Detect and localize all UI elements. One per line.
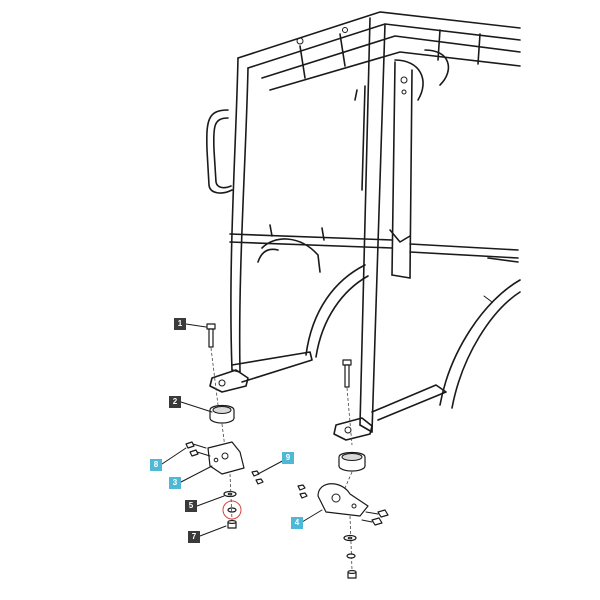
lock-nut — [347, 570, 357, 579]
retainer — [346, 553, 356, 559]
left-cab-mount-bracket — [209, 351, 313, 393]
washer — [223, 490, 237, 498]
bracket-bolts — [185, 441, 211, 457]
rear-fenders — [305, 264, 521, 409]
cross-bar — [229, 224, 519, 273]
callout-1: 1 — [174, 318, 186, 330]
callout-9: 9 — [282, 452, 294, 464]
rubber-mount — [338, 451, 366, 472]
callout-7: 7 — [188, 531, 200, 543]
nuts — [297, 484, 308, 499]
right-mount-assembly — [297, 359, 389, 579]
callout-leaders — [161, 323, 323, 537]
lock-nut — [227, 520, 237, 529]
center-pillar — [354, 17, 413, 433]
bolt — [206, 323, 216, 348]
callout-8: 8 — [150, 459, 162, 471]
cab-roof-frame — [237, 11, 521, 101]
mounting-bracket — [317, 483, 369, 517]
left-front-pillar — [205, 57, 249, 373]
bracket-bolts — [361, 509, 389, 526]
bolt — [342, 359, 352, 388]
callout-4: 4 — [291, 517, 303, 529]
washer — [343, 534, 357, 542]
bracket-nuts — [251, 470, 264, 485]
mounting-bracket — [207, 441, 245, 475]
left-mount-assembly — [185, 323, 264, 529]
right-cab-mount-bracket — [333, 384, 447, 441]
rubber-mount — [209, 404, 235, 424]
callout-5: 5 — [185, 500, 197, 512]
callout-2: 2 — [169, 396, 181, 408]
callout-3: 3 — [169, 477, 181, 489]
